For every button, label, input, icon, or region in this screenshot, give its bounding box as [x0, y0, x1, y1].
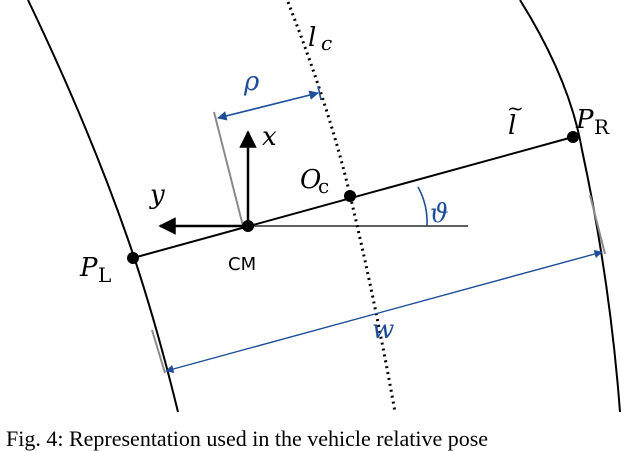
- label-rho: ρ: [243, 67, 260, 97]
- label-l-tilde: l: [508, 111, 516, 141]
- point-cm: [242, 220, 254, 232]
- point-pr: [567, 131, 579, 143]
- label-l-tilde-mark: ~: [507, 96, 524, 120]
- label-x: x: [262, 122, 277, 152]
- label-lc-sub: c: [321, 31, 332, 55]
- rho-tick: [317, 85, 322, 101]
- gray-frame-line-top: [213, 111, 244, 227]
- left-road-boundary: [27, 0, 179, 413]
- right-road-boundary: [519, 0, 621, 413]
- theta-angle-arc: [417, 186, 428, 227]
- label-pr-sub: R: [594, 115, 610, 139]
- label-cm: CM: [228, 254, 256, 275]
- label-oc-sub: c: [318, 174, 329, 198]
- label-pl-sub: L: [98, 263, 111, 287]
- rho-dimension-arrow: [217, 90, 319, 121]
- label-lc: l: [308, 23, 316, 53]
- point-pl: [127, 252, 139, 264]
- label-oc: O: [300, 165, 321, 195]
- w-dimension-arrow: [165, 249, 603, 374]
- figure-caption: Fig. 4: Representation used in the vehic…: [6, 427, 489, 451]
- point-oc: [344, 190, 356, 202]
- label-w: w: [372, 315, 394, 345]
- label-pl: P: [79, 253, 98, 283]
- label-theta: ϑ: [430, 199, 449, 229]
- label-pr: P: [575, 105, 594, 135]
- gray-frame-line-right: [589, 194, 606, 255]
- gray-frame-line-left: [151, 329, 166, 374]
- label-y: y: [149, 180, 165, 210]
- center-line-lc: [286, 1, 397, 413]
